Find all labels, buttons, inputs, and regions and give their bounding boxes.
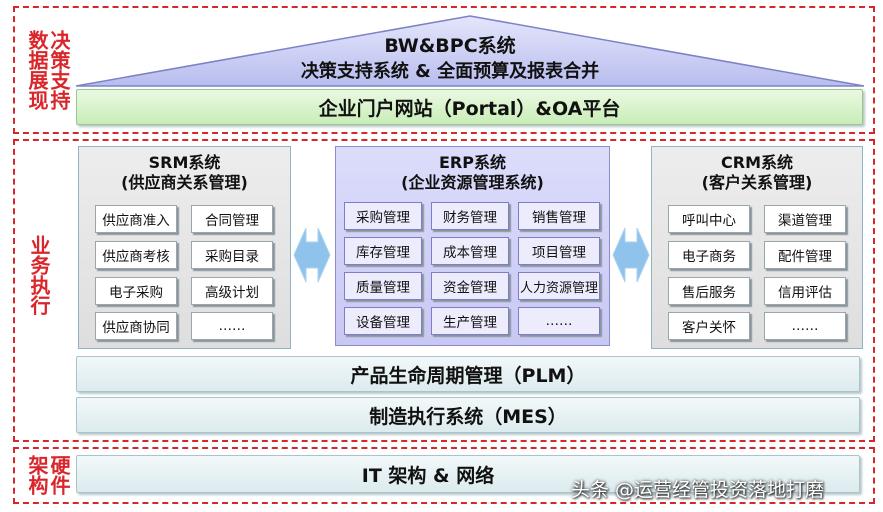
srm-title: SRM系统 (供应商关系管理) — [121, 153, 248, 192]
srm-item: 供应商考核 — [95, 241, 177, 269]
it-band: IT 架构 & 网络 — [76, 455, 860, 493]
srm-erp-double-arrow — [293, 227, 331, 283]
erp-item: 财务管理 — [431, 202, 509, 230]
erp-item: 成本管理 — [431, 237, 509, 265]
crm-item: 客户关怀 — [668, 312, 750, 340]
crm-item: 电子商务 — [668, 241, 750, 269]
crm-item: 配件管理 — [764, 241, 846, 269]
erp-title: ERP系统 (企业资源管理系统) — [401, 153, 544, 192]
srm-item: 采购目录 — [191, 241, 273, 269]
execution-section-frame — [13, 139, 875, 442]
erp-item: 质量管理 — [344, 272, 422, 300]
roof-triangle — [75, 15, 865, 87]
crm-item: 呼叫中心 — [668, 205, 750, 233]
crm-item: 信用评估 — [764, 277, 846, 305]
portal-band: 企业门户网站（Portal）&OA平台 — [76, 89, 863, 125]
crm-title: CRM系统 (客户关系管理) — [701, 153, 813, 192]
srm-item: …… — [191, 312, 273, 340]
roof-title: BW&BPC系统 — [384, 35, 516, 57]
crm-item: 售后服务 — [668, 277, 750, 305]
strategy-section-frame — [13, 6, 875, 134]
erp-panel: ERP系统 (企业资源管理系统) 采购管理 财务管理 销售管理 库存管理 成本管… — [335, 146, 610, 346]
infra-section-label: 硬件架构 — [25, 455, 71, 495]
crm-item: …… — [764, 312, 846, 340]
srm-item: 合同管理 — [191, 205, 273, 233]
plm-band: 产品生命周期管理（PLM） — [76, 356, 860, 392]
roof-subtitle: 决策支持系统 & 全面预算及报表合并 — [300, 61, 600, 82]
it-label: IT 架构 & 网络 — [361, 464, 495, 487]
infra-section-frame — [13, 447, 875, 504]
crm-item: 渠道管理 — [764, 205, 846, 233]
erp-item: 采购管理 — [344, 202, 422, 230]
erp-item: 销售管理 — [518, 202, 600, 230]
erp-crm-double-arrow — [612, 227, 650, 283]
srm-panel: SRM系统 (供应商关系管理) 供应商准入 合同管理 供应商考核 采购目录 电子… — [78, 146, 291, 349]
erp-item: …… — [518, 307, 600, 335]
srm-item: 供应商协同 — [95, 312, 177, 340]
strategy-section-label: 决策支持数据展现 — [25, 30, 71, 110]
srm-item: 供应商准入 — [95, 205, 177, 233]
plm-label: 产品生命周期管理（PLM） — [350, 364, 586, 387]
erp-item: 项目管理 — [518, 237, 600, 265]
srm-item: 电子采购 — [95, 277, 177, 305]
erp-item: 设备管理 — [344, 307, 422, 335]
portal-label: 企业门户网站（Portal）&OA平台 — [318, 97, 621, 120]
mes-label: 制造执行系统（MES） — [369, 405, 567, 428]
erp-item: 库存管理 — [344, 237, 422, 265]
mes-band: 制造执行系统（MES） — [76, 397, 860, 433]
erp-item: 资金管理 — [431, 272, 509, 300]
erp-item: 生产管理 — [431, 307, 509, 335]
srm-item: 高级计划 — [191, 277, 273, 305]
watermark: 头条 @运营经管投资落地打磨 — [571, 479, 825, 501]
erp-item: 人力资源管理 — [518, 272, 600, 300]
crm-panel: CRM系统 (客户关系管理) 呼叫中心 渠道管理 电子商务 配件管理 售后服务 … — [651, 146, 863, 349]
execution-section-label: 业务执行 — [27, 235, 51, 315]
